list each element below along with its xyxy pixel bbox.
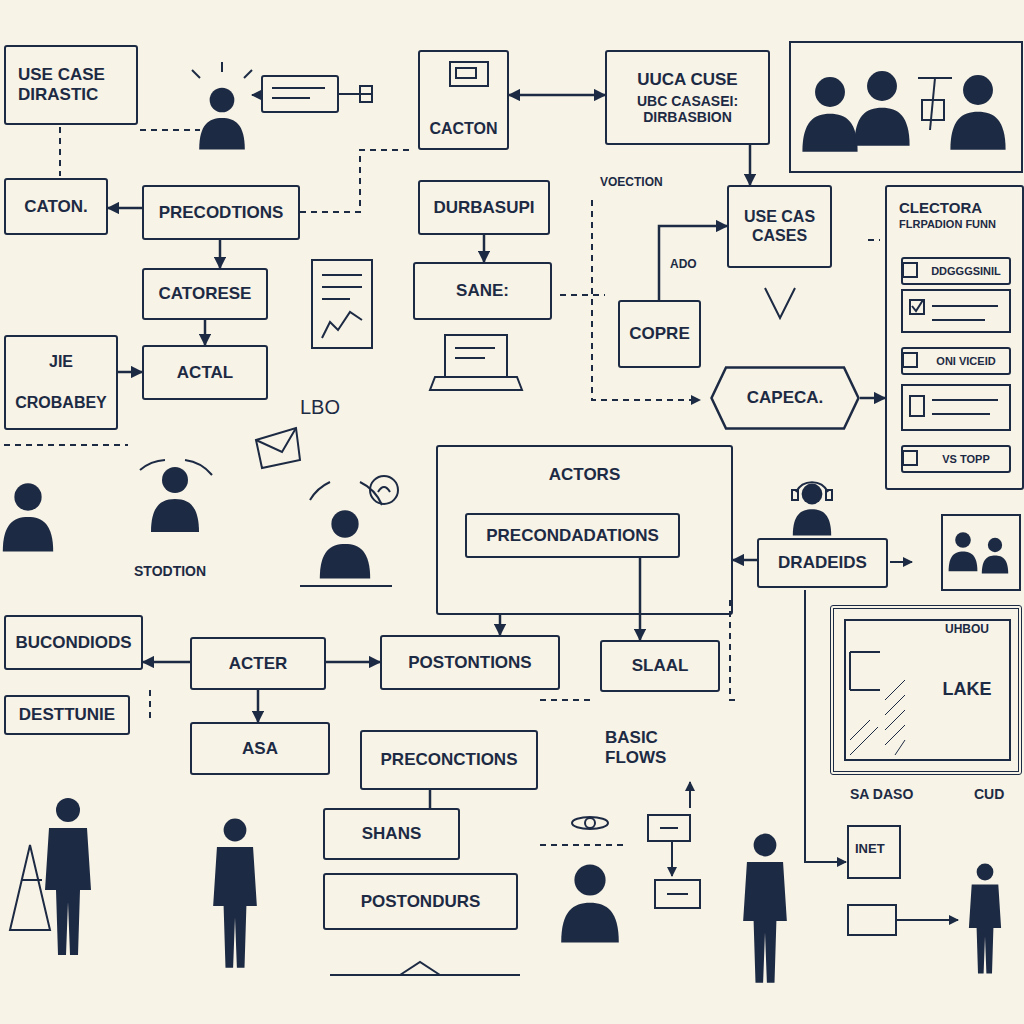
box-text: FLRPADION FUNN [899,218,996,231]
process-box: DURBASUPI [418,180,550,235]
process-box: ACTER [190,637,326,690]
box-text: SANE: [456,281,509,301]
connector-arrow [659,226,727,300]
process-box: COPRE [618,300,701,368]
list-row: VS TOPP [901,445,1011,473]
box-text: DRADEIDS [778,553,867,573]
box-text: LAKE [943,679,992,700]
hexagon-box: CAPECA. [710,366,860,430]
box-text: DESTTUNIE [19,705,115,725]
connector-arrow [509,94,605,97]
connector-arrow [219,240,222,268]
process-box: CATORESE [142,268,268,320]
screen-panel: UHBOU LAKE [830,605,1022,775]
box-text: PRECONDADATIONS [486,526,659,546]
connector-arrow [639,558,642,640]
box-text: VS TOPP [942,453,989,466]
box-text: CAPECA. [747,388,824,408]
connector-arrow [204,320,207,345]
process-box: BUCONDIODS [4,615,143,670]
group-box: ACTORS PRECONDADATIONS [436,445,733,615]
process-box: PRECONDADATIONS [465,513,680,558]
process-box: SHANS [323,808,460,860]
process-box: SANE: [413,262,552,320]
box-text: USE CAS CASES [735,208,824,245]
connector-arrow [499,615,502,635]
text-label: SA DASO [848,786,915,802]
box-text: DDGGGSINIL [931,265,1001,278]
text-label: STODTION [132,563,208,579]
box-text: BUCONDIODS [15,633,131,653]
process-box: UUCA CUSE UBC CASASEI: DIRBASBION [605,50,770,145]
connector-arrow [143,661,190,664]
process-box: CACTON [418,50,509,150]
box-text: POSTONDURS [361,892,481,912]
connector-arrow [733,559,757,562]
connector-arrow [749,145,752,185]
process-box: ACTAL [142,345,268,400]
people-figures [3,71,1008,983]
box-text: CROBABEY [15,394,107,412]
list-row: DDGGGSINIL [901,257,1011,285]
connector-arrow [860,397,885,400]
connector-arrow [108,207,142,210]
box-text: SHANS [362,824,422,844]
text-label: LBO [298,396,342,419]
process-box: USE CASE DIRASTIC [4,45,138,125]
process-box: PRECODTIONS [142,185,300,240]
box-text: UBC CASASEI: DIRBASBION [615,93,760,125]
box-text: CACTON [429,120,497,138]
process-box: JIE CROBABEY [4,335,118,430]
text-label: ADO [668,258,699,272]
box-text: PRECODTIONS [159,203,284,223]
box-text: POSTONTIONS [408,653,531,673]
box-text: PRECONCTIONS [381,750,518,770]
sketch-details [4,42,1022,975]
process-box: POSTONTIONS [380,635,560,690]
box-text: CATON. [24,197,88,217]
box-text: JIE [49,353,73,371]
box-text: CLECTORA [899,199,982,216]
process-box: SLAAL [600,640,720,692]
box-text: UHBOU [945,623,989,637]
side-panel: CLECTORA FLRPADION FUNN DDGGGSINIL ONI VICE… [885,185,1024,490]
process-box: ASA [190,722,330,775]
connector-arrow [118,371,142,374]
box-text: ONI VICEID [936,355,995,368]
box-text: ASA [242,739,278,759]
box-text: SLAAL [632,656,689,676]
box-text: CATORESE [159,284,252,304]
text-label: VOECTION [598,176,665,190]
connector-arrow [429,790,432,808]
box-text: DURBASUPI [433,198,534,218]
text-label: CUD [972,786,1006,802]
connector-arrow [257,690,260,722]
box-text: ACTER [229,654,288,674]
text-label: INET [853,842,887,857]
box-text: UUCA CUSE [637,70,737,90]
connector-arrow [326,661,380,664]
process-box: PRECONCTIONS [360,730,538,790]
hexagon-outline [712,368,859,429]
process-box: DESTTUNIE [4,695,130,735]
process-box: USE CAS CASES [727,185,832,268]
process-box: POSTONDURS [323,873,518,930]
box-text: ACTAL [177,363,233,383]
list-row: ONI VICEID [901,347,1011,375]
box-text: ACTORS [549,465,620,485]
connector-arrow [483,235,486,262]
process-box: DRADEIDS [757,538,888,588]
box-text: COPRE [629,324,689,344]
text-label: BASIC FLOWS [603,728,697,767]
box-text: USE CASE DIRASTIC [18,65,128,104]
process-box: CATON. [4,178,108,235]
